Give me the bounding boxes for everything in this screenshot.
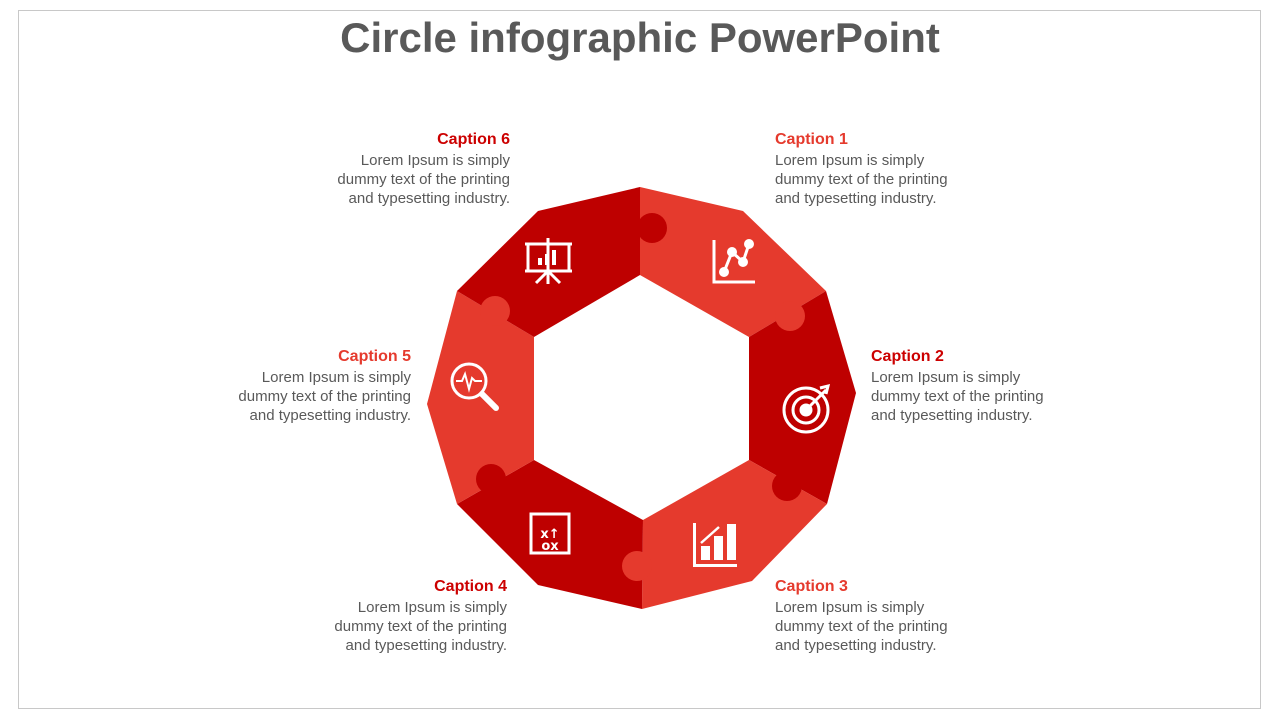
caption-line: dummy text of the printing xyxy=(775,171,948,188)
caption-line: Lorem Ipsum is simply xyxy=(775,599,925,616)
bar-chart-growth-icon xyxy=(693,523,737,567)
caption-1: Caption 1 Lorem Ipsum is simply dummy tex… xyxy=(775,130,1015,208)
segment-5 xyxy=(427,291,534,504)
caption-title: Caption 4 xyxy=(434,578,507,595)
slide-title: Circle infographic PowerPoint xyxy=(340,14,940,61)
caption-title: Caption 3 xyxy=(775,578,848,595)
line-chart-icon xyxy=(712,239,755,284)
caption-line: Lorem Ipsum is simply xyxy=(357,599,507,616)
caption-title: Caption 5 xyxy=(338,348,411,365)
caption-6: Caption 6 Lorem Ipsum is simply dummy tex… xyxy=(270,130,510,208)
puzzle-knob xyxy=(637,213,667,243)
svg-text:x↑: x↑ xyxy=(540,527,559,542)
caption-line: Lorem Ipsum is simply xyxy=(775,152,925,169)
caption-title: Caption 2 xyxy=(871,348,944,365)
caption-line: and typesetting industry. xyxy=(775,637,937,654)
segment-4 xyxy=(457,460,643,609)
caption-2: Caption 2 Lorem Ipsum is simply dummy tex… xyxy=(871,347,1111,425)
caption-line: and typesetting industry. xyxy=(249,407,411,424)
caption-line: and typesetting industry. xyxy=(871,407,1033,424)
puzzle-knob xyxy=(772,471,802,501)
caption-line: Lorem Ipsum is simply xyxy=(871,369,1021,386)
presentation-board-icon xyxy=(525,238,572,285)
caption-line: Lorem Ipsum is simply xyxy=(360,152,510,169)
caption-line: dummy text of the printing xyxy=(238,388,411,405)
segment-1 xyxy=(640,187,826,337)
target-icon xyxy=(782,383,831,434)
strategy-board-icon: x↑ ox xyxy=(529,512,571,555)
caption-line: and typesetting industry. xyxy=(345,637,507,654)
puzzle-knob xyxy=(775,301,805,331)
caption-line: and typesetting industry. xyxy=(348,190,510,207)
caption-title: Caption 1 xyxy=(775,131,848,148)
puzzle-knob xyxy=(480,296,510,326)
caption-3: Caption 3 Lorem Ipsum is simply dummy tex… xyxy=(775,577,1015,655)
slide-frame xyxy=(18,10,1261,709)
caption-line: dummy text of the printing xyxy=(334,618,507,635)
caption-line: dummy text of the printing xyxy=(337,171,510,188)
caption-line: and typesetting industry. xyxy=(775,190,937,207)
caption-line: dummy text of the printing xyxy=(775,618,948,635)
magnifier-pulse-icon xyxy=(450,362,499,411)
svg-text:ox: ox xyxy=(541,539,559,554)
caption-title: Caption 6 xyxy=(437,131,510,148)
puzzle-knob xyxy=(476,464,506,494)
caption-line: dummy text of the printing xyxy=(871,388,1044,405)
puzzle-knob xyxy=(622,551,652,581)
caption-line: Lorem Ipsum is simply xyxy=(261,369,411,386)
caption-4: Caption 4 Lorem Ipsum is simply dummy tex… xyxy=(267,577,507,655)
caption-5: Caption 5 Lorem Ipsum is simply dummy tex… xyxy=(171,347,411,425)
